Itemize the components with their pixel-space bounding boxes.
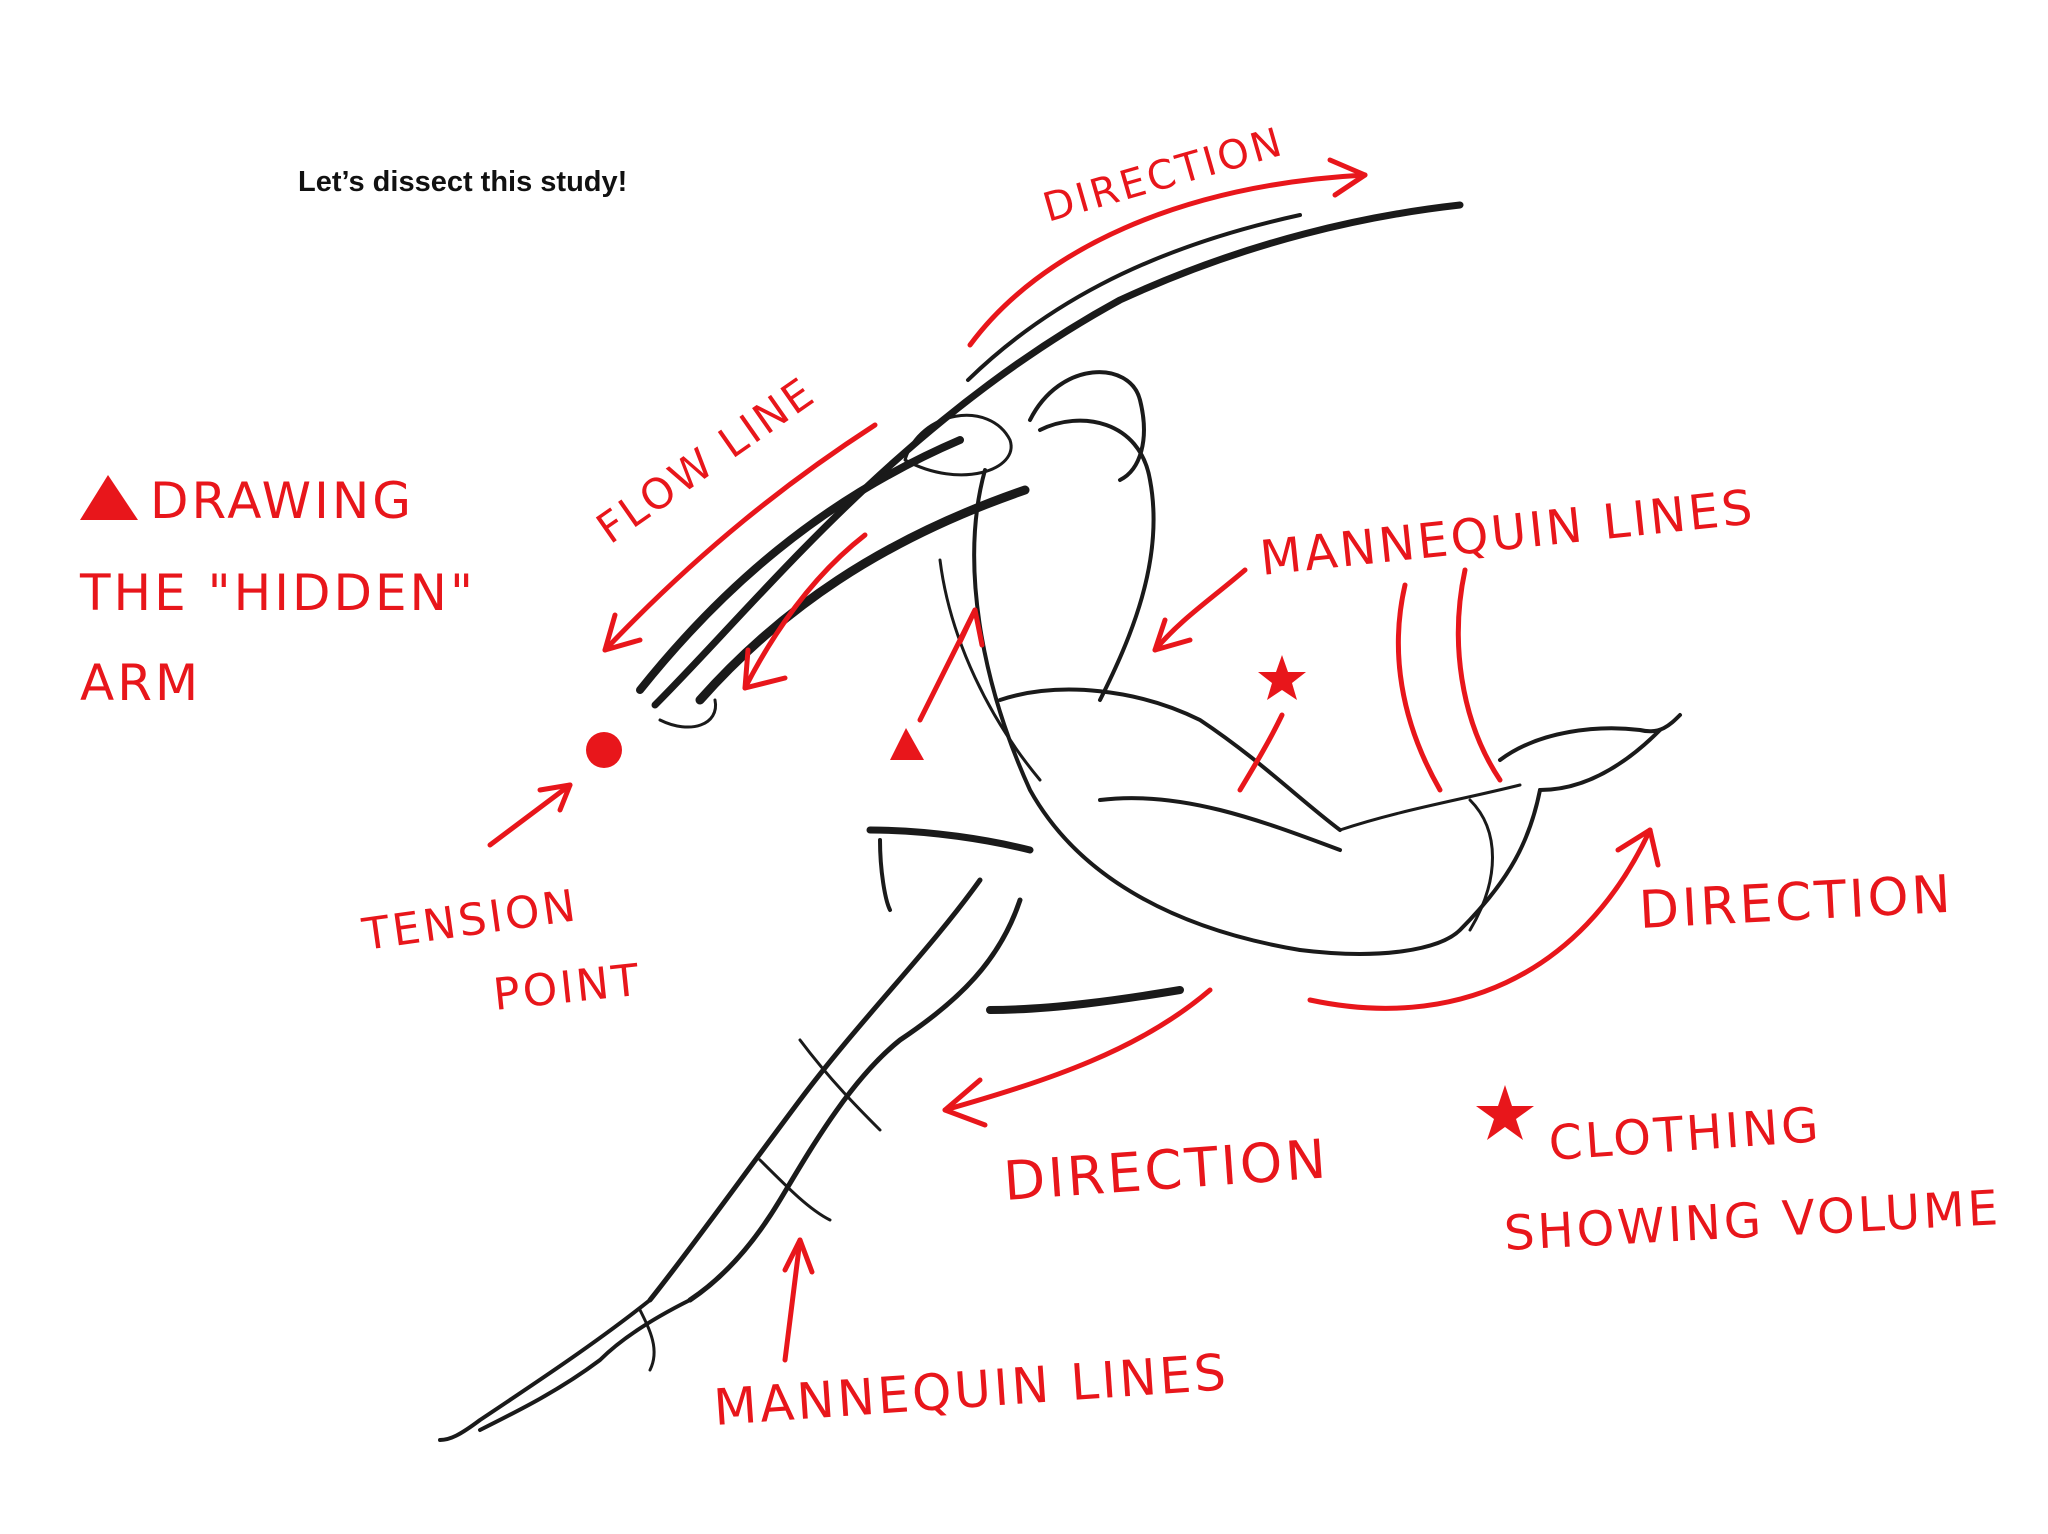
sketch-arm-top-line-2 [966, 213, 1302, 382]
direction-bottom-arrowhead [942, 1077, 988, 1128]
mannequin-bottom-arrowhead [782, 1237, 815, 1275]
hidden-arm-arrow [742, 532, 868, 691]
sketch-hand-curl [658, 698, 717, 729]
sketch-hidden-arm-1 [636, 436, 964, 694]
sketch-head [1028, 370, 1146, 482]
mannequin-lines-bottom-label: MANNEQUIN LINES [712, 1343, 1231, 1437]
triangle-icon [890, 728, 924, 760]
direction-top-arrow [967, 172, 1368, 348]
flow-line-arrow [602, 422, 878, 653]
sketch-shoulder [903, 413, 1013, 477]
sketch-torso-left [972, 468, 1302, 952]
mannequin-right-arrowhead-1 [1152, 617, 1193, 653]
direction-top-arrowhead [1327, 157, 1368, 198]
sketch-hip-left [878, 838, 892, 912]
pencil-figure [438, 201, 1682, 1442]
sketch-knee-right [1338, 783, 1522, 832]
mannequin-lines-right-label: MANNEQUIN LINES [1257, 479, 1757, 587]
triangle-icon [80, 475, 138, 520]
sketch-foot-right-sole [1538, 728, 1662, 792]
mannequin-bottom-arrow [782, 1237, 803, 1363]
sketch-back-leg-top [647, 877, 983, 1303]
star-icon [1258, 655, 1306, 700]
sketch-torso-inner [938, 558, 1042, 782]
tension-point-label-line-2: POINT [491, 955, 644, 1021]
sketch-arm-top-line [651, 201, 1464, 709]
tension-point-label-line-1: TENSION [358, 880, 581, 961]
direction-bottom-label: DIRECTION [1002, 1127, 1331, 1213]
sketch-foot-right-top [1498, 713, 1682, 762]
hidden-arm-label-line-2: THE "HIDDEN" [79, 564, 476, 622]
sketch-torso-right [1038, 418, 1156, 702]
mannequin-right-arrow-1 [1152, 567, 1248, 653]
sketch-back-leg-mannequin-1 [798, 1038, 882, 1132]
sketch-back-foot-sole [478, 1298, 692, 1432]
sketch-back-foot-top [438, 1298, 652, 1442]
mannequin-right-arrow-2 [1395, 582, 1443, 793]
direction-bottom-arrow [942, 987, 1213, 1113]
annotation-marks [80, 157, 1661, 1363]
sketch-back-leg-bottom [687, 897, 1023, 1303]
sketch-thigh-top [998, 687, 1342, 832]
direction-right-arrow [1307, 827, 1653, 1011]
clothing-label-line-1: CLOTHING [1547, 1097, 1823, 1172]
sketch-hidden-arm-2 [695, 485, 1030, 705]
triangle-arrowhead [957, 607, 985, 648]
hidden-arm-label-line-1: DRAWING [150, 472, 414, 530]
tension-point-arrow [487, 782, 573, 848]
star-icon [1476, 1085, 1534, 1140]
sketch-back-heel [638, 1308, 656, 1372]
sketch-thigh-mid [1098, 796, 1342, 852]
mannequin-right-arrow-3 [1455, 567, 1503, 783]
flow-line-label: FLOW LINE [588, 367, 825, 553]
page-title: Let’s dissect this study! [298, 166, 628, 198]
tension-point-arrowhead [537, 782, 573, 813]
hidden-arm-arrowhead [742, 647, 788, 691]
direction-right-arrowhead [1615, 827, 1661, 868]
direction-right-label: DIRECTION [1638, 865, 1955, 941]
sketch-calf-line [1468, 798, 1494, 932]
hidden-arm-label-line-3: ARM [80, 654, 201, 712]
sketch-waist-band [866, 826, 1034, 854]
sketch-shin-right [1298, 788, 1542, 956]
annotation-labels: DRAWING THE "HIDDEN" ARM FLOW LINE DIREC… [79, 119, 2002, 1437]
star-arrow [1237, 712, 1285, 793]
clothing-label-line-2: SHOWING VOLUME [1503, 1180, 2003, 1262]
sketch-back-knee-band [986, 986, 1184, 1014]
sketch-back-leg-mannequin-2 [758, 1158, 832, 1222]
flow-line-arrowhead [602, 612, 643, 653]
dot-icon [586, 732, 622, 768]
